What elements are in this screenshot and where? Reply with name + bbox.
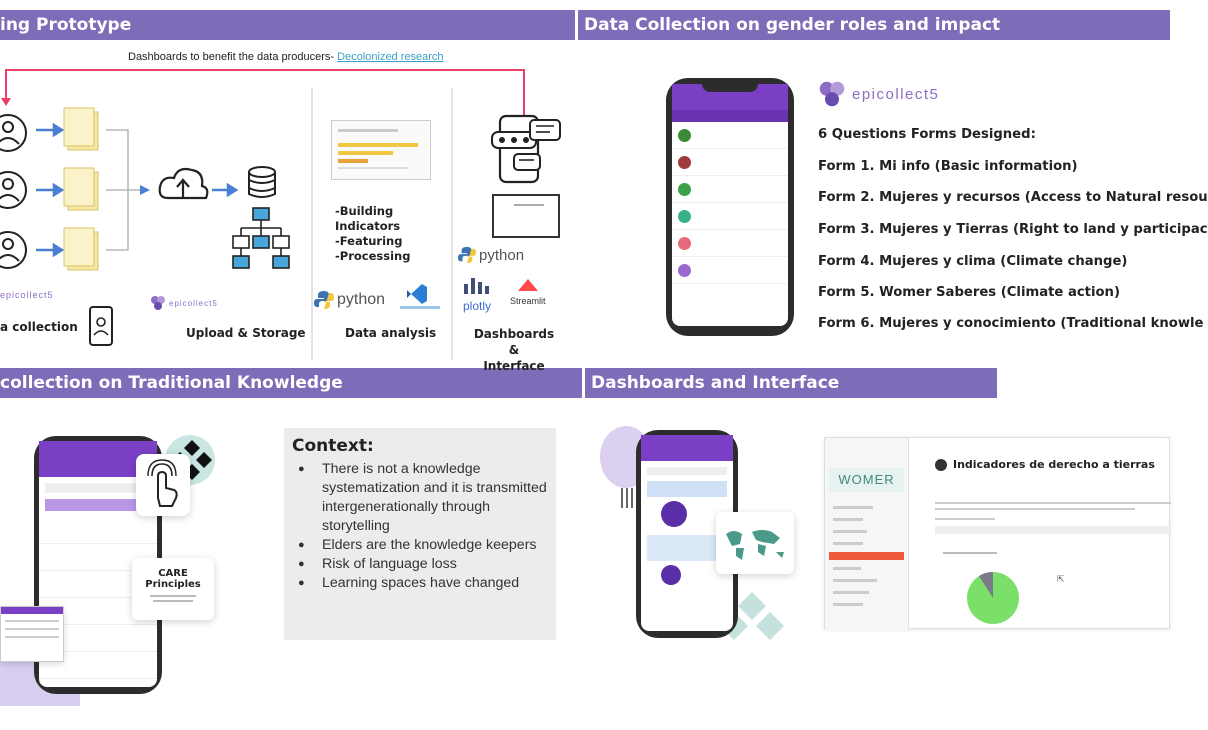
popup-card xyxy=(0,606,64,662)
form-item: Form 1. Mi info (Basic information) xyxy=(818,159,1078,174)
app-list-item[interactable] xyxy=(672,230,788,257)
sidebar-item[interactable] xyxy=(833,518,863,521)
analysis-step: -Building xyxy=(335,204,394,218)
cursor-icon: ⇱ xyxy=(1057,574,1065,584)
sidebar-item[interactable] xyxy=(833,506,873,509)
divider xyxy=(311,88,313,360)
dashboard-text-line xyxy=(943,552,997,554)
stage-label-analysis: Data analysis xyxy=(345,326,437,340)
streamlit-icon xyxy=(517,279,538,291)
option-item[interactable] xyxy=(39,544,157,571)
collection-flow-diagram xyxy=(0,107,290,271)
vscode-icon xyxy=(407,284,427,304)
plotly-logo: plotly xyxy=(462,276,492,313)
epicollect-logo-upload: epicollect5 xyxy=(150,295,218,311)
phone-mockup-forms xyxy=(666,78,794,336)
banner-prototype: ing Prototype xyxy=(0,10,575,40)
stage-label-line: Interface xyxy=(483,359,545,373)
context-box: Context: There is not a knowledge system… xyxy=(284,428,556,640)
epicollect-mark-icon xyxy=(819,81,845,107)
option-item[interactable] xyxy=(39,517,157,544)
divider xyxy=(451,88,453,360)
app-list-item[interactable] xyxy=(672,257,788,284)
python-icon xyxy=(314,291,334,309)
dashboard-select[interactable] xyxy=(935,526,1171,534)
app-list-item[interactable] xyxy=(672,176,788,203)
document-icon xyxy=(63,107,99,271)
analysis-chart-thumbnail xyxy=(331,120,431,180)
gesture-card xyxy=(136,454,190,516)
streamlit-logo: Streamlit xyxy=(510,278,546,306)
dashboard-screenshot: WOMER Indicadores de derecho a tierras ⇱ xyxy=(824,437,1171,630)
context-title: Context: xyxy=(292,436,374,456)
sidebar-item[interactable] xyxy=(833,603,863,606)
smartphone-chat-icon xyxy=(491,114,561,184)
network-diagram-icon xyxy=(232,207,290,269)
context-item: Elders are the knowledge keepers xyxy=(298,536,548,555)
context-item: Risk of language loss xyxy=(298,555,548,574)
option-item[interactable] xyxy=(39,625,157,652)
analysis-step: Indicators xyxy=(335,219,401,233)
decorative-lines xyxy=(621,488,633,508)
dashboard-brand: WOMER xyxy=(829,468,904,492)
cloud-upload-icon xyxy=(158,167,209,200)
dashboard-title-row: Indicadores de derecho a tierras xyxy=(935,458,1155,471)
option-item[interactable] xyxy=(39,652,157,679)
flow-caption: Dashboards to benefit the data producers… xyxy=(128,51,444,63)
analysis-step: -Featuring xyxy=(335,234,403,248)
sidebar-item[interactable] xyxy=(833,567,861,570)
stage-label-upload: Upload & Storage xyxy=(186,326,306,340)
python-icon xyxy=(458,246,476,264)
option-item[interactable] xyxy=(39,571,157,598)
form-item: Form 5. Womer Saberes (Climate action) xyxy=(818,285,1120,300)
return-arrow xyxy=(1,69,525,115)
python-logo: python xyxy=(314,290,385,310)
dashboard-thumbnail xyxy=(492,194,560,238)
pie-chart xyxy=(967,571,1019,624)
form-item: Form 3. Mujeres y Tierras (Right to land… xyxy=(818,222,1208,237)
epicollect-mark-icon xyxy=(151,296,165,310)
python-logo-dashboards: python xyxy=(458,246,524,264)
map-card xyxy=(716,512,794,574)
context-item: There is not a knowledge systematization… xyxy=(298,460,548,536)
stage-label-line: Dashboards & xyxy=(473,327,555,357)
vscode-caption xyxy=(400,306,440,309)
option-item[interactable] xyxy=(39,598,157,625)
forms-heading: 6 Questions Forms Designed: xyxy=(818,127,1036,142)
stage-label-dashboards: Dashboards & Interface xyxy=(468,326,560,374)
form-item: Form 4. Mujeres y clima (Climate change) xyxy=(818,254,1128,269)
mobile-user-icon xyxy=(89,306,113,346)
person-icon xyxy=(0,114,27,269)
hand-touch-icon xyxy=(147,459,178,507)
care-principles-card: CARE Principles xyxy=(132,558,214,620)
analysis-step: -Processing xyxy=(335,249,411,263)
banner-traditional-knowledge: collection on Traditional Knowledge xyxy=(0,368,582,398)
sidebar-item[interactable] xyxy=(833,579,877,582)
decolonized-research-link[interactable]: Decolonized research xyxy=(337,51,444,63)
epicollect-logo: epicollect5 xyxy=(818,80,939,108)
app-list-item[interactable] xyxy=(672,149,788,176)
database-icon xyxy=(248,166,276,198)
sidebar-item[interactable] xyxy=(833,542,863,545)
sidebar-item-active[interactable] xyxy=(829,552,904,560)
plotly-bars-icon xyxy=(464,278,489,294)
app-list-item[interactable] xyxy=(672,122,788,149)
dashboard-text-line xyxy=(935,518,995,520)
sidebar-item[interactable] xyxy=(833,530,867,533)
analysis-steps: -Building Indicators -Featuring -Process… xyxy=(335,204,410,264)
banner-data-collection: Data Collection on gender roles and impa… xyxy=(578,10,1170,40)
app-list-item[interactable] xyxy=(672,203,788,230)
dashboard-sidebar: WOMER xyxy=(825,438,909,630)
dashboard-text-line xyxy=(935,508,1135,510)
form-item: Form 6. Mujeres y conocimiento (Traditio… xyxy=(818,316,1204,331)
form-item: Form 2. Mujeres y recursos (Access to Na… xyxy=(818,190,1208,205)
dashboard-text-line xyxy=(935,502,1171,504)
epicollect-logo-small-left: epicollect5 xyxy=(0,290,54,300)
sidebar-item[interactable] xyxy=(833,591,869,594)
context-item: Learning spaces have changed xyxy=(298,574,548,593)
world-map-icon xyxy=(726,530,784,560)
dashboard-title-icon xyxy=(935,458,947,471)
stage-label-collection: a collection xyxy=(0,320,78,334)
banner-dashboards: Dashboards and Interface xyxy=(585,368,997,398)
